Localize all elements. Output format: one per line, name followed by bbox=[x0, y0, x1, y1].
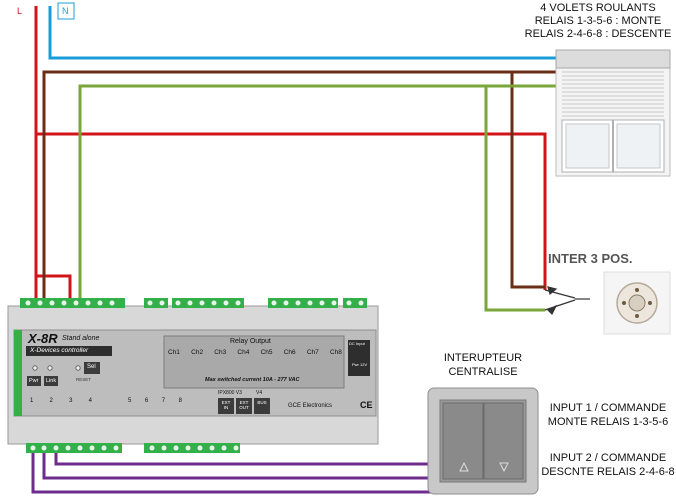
dc-pwr-label: Pwr 12V bbox=[352, 362, 368, 367]
shutter-window-image bbox=[555, 49, 671, 177]
channel-label: Ch3 bbox=[214, 349, 227, 356]
relay-channels: Ch1 Ch2 Ch3 Ch4 Ch5 Ch6 Ch7 Ch8 bbox=[168, 349, 342, 356]
reset-label: RESET bbox=[76, 377, 92, 382]
channel-label: Ch2 bbox=[191, 349, 204, 356]
bus-label: BUS bbox=[257, 400, 267, 405]
channel-label: Ch1 bbox=[168, 349, 180, 356]
shutters-up-label: RELAIS 1-3-5-6 : MONTE bbox=[534, 15, 662, 27]
input-number: 8 bbox=[178, 398, 182, 404]
purple-wire-2 bbox=[42, 444, 438, 480]
input1-label-a: INPUT 1 / COMMANDE bbox=[549, 402, 667, 414]
ce-mark: CE bbox=[360, 400, 373, 410]
green-wire bbox=[78, 84, 545, 312]
maker-label: GCE Electronics bbox=[288, 403, 333, 409]
controller-subtitle: X-Devices controller bbox=[30, 347, 89, 354]
switch-3pos-label: INTER 3 POS. bbox=[548, 251, 633, 266]
shutters-title: 4 VOLETS ROULANTS bbox=[540, 2, 656, 14]
relay-output-title: Relay Output bbox=[230, 338, 271, 345]
input1-label-b: MONTE RELAIS 1-3-5-6 bbox=[547, 416, 669, 428]
link-button-label: Link bbox=[46, 378, 57, 384]
switch-3pos-image bbox=[603, 271, 671, 335]
input2-label-a: INPUT 2 / COMMANDE bbox=[549, 452, 667, 464]
terminal-block-top bbox=[20, 298, 367, 308]
brown-wire bbox=[42, 70, 545, 300]
channel-label: Ch5 bbox=[260, 349, 273, 356]
ext-in-label: EXT IN bbox=[221, 400, 231, 410]
input-number: 2 bbox=[49, 398, 53, 404]
shutters-down-label: RELAIS 2-4-6-8 : DESCENTE bbox=[524, 28, 672, 40]
channel-label: Ch4 bbox=[237, 349, 250, 356]
sel-button-label: Sel bbox=[87, 364, 96, 370]
terminal-block-bottom bbox=[26, 443, 240, 453]
switch-3pos-symbol bbox=[544, 286, 590, 316]
phase-wire-loop bbox=[36, 274, 72, 300]
input-number: 5 bbox=[128, 398, 132, 404]
input-number: 6 bbox=[144, 398, 149, 404]
central-switch-label-1: INTERUPTEUR bbox=[443, 352, 523, 364]
input-numbers-right: 5 6 7 8 bbox=[128, 398, 182, 404]
neutral-label-box bbox=[57, 2, 75, 20]
controller-mode: Stand alone bbox=[62, 335, 100, 342]
controller-model: X-8R bbox=[28, 331, 58, 346]
ext-out-label: EXT OUT bbox=[239, 400, 249, 410]
channel-label: Ch7 bbox=[306, 349, 319, 356]
purple-wire-1 bbox=[31, 444, 438, 494]
ipx-label: IPX800 V3 bbox=[218, 390, 242, 396]
input2-label-b: DESCNTE RELAIS 2-4-6-8 bbox=[541, 466, 675, 478]
max-current-label: Max switched current 10A - 277 VAC bbox=[205, 377, 300, 383]
phase-wire-to-shutter bbox=[36, 132, 547, 290]
input-number: 4 bbox=[88, 398, 92, 404]
neutral-label: N bbox=[62, 6, 69, 16]
phase-label: L bbox=[17, 6, 23, 16]
neutral-wire bbox=[48, 6, 560, 60]
input-numbers-left: 1 2 3 4 bbox=[30, 398, 92, 404]
pwr-button-label: Pwr bbox=[29, 378, 39, 384]
terminal-screws-bottom bbox=[30, 445, 239, 451]
channel-label: Ch8 bbox=[329, 349, 342, 356]
central-switch-label-2: CENTRALISE bbox=[448, 366, 518, 378]
input-number: 3 bbox=[69, 398, 73, 404]
input-number: 7 bbox=[161, 398, 166, 404]
x8r-controller bbox=[7, 305, 379, 445]
central-switch-image bbox=[427, 387, 539, 495]
input-number: 1 bbox=[30, 398, 34, 404]
dc-input-label: DC Input bbox=[349, 341, 365, 346]
terminal-screws-top bbox=[25, 300, 364, 306]
v4-label: V4 bbox=[256, 390, 263, 396]
channel-label: Ch6 bbox=[283, 349, 296, 356]
